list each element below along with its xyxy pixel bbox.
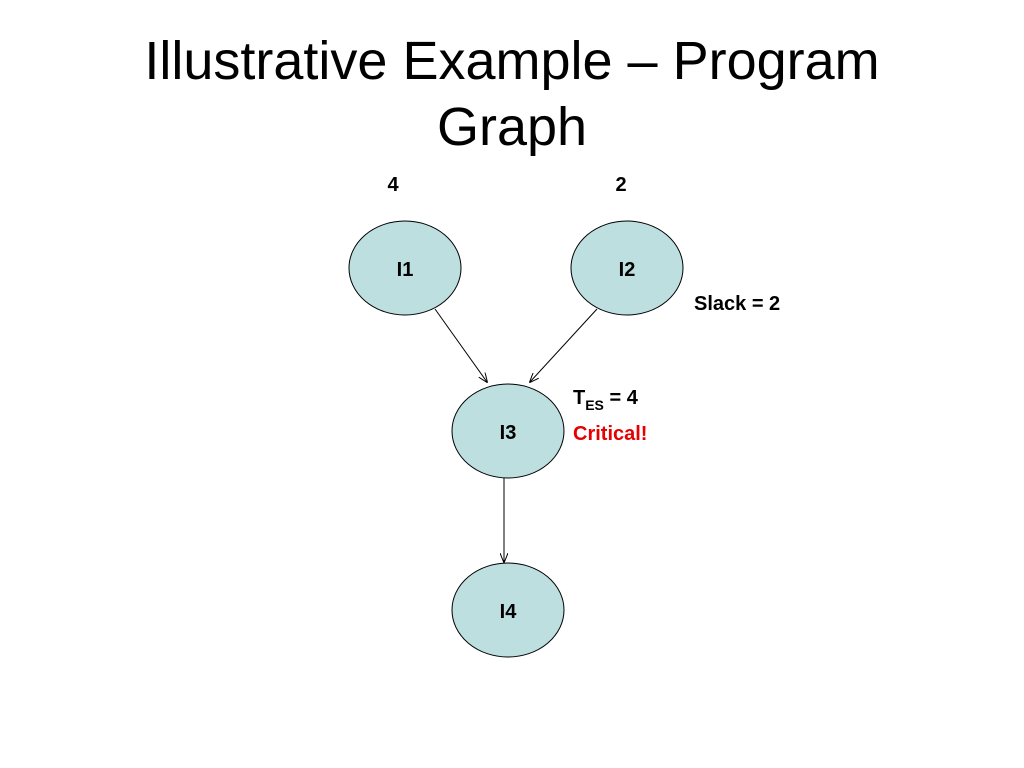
node-i4[interactable]: I4	[451, 562, 565, 658]
edge-i2-i3	[530, 308, 598, 382]
node-i1-shape	[348, 220, 462, 316]
node-i1[interactable]: I1	[348, 220, 462, 316]
title-line-1: Illustrative Example – Program	[144, 31, 880, 91]
title-line-2: Graph	[436, 97, 588, 157]
node-i1-label: I1	[397, 259, 414, 281]
node-i3-label: I3	[500, 422, 517, 444]
slack-annotation: Slack = 2	[694, 293, 780, 315]
critical-annotation: Critical!	[573, 423, 647, 445]
weight-label-i2: 2	[615, 174, 626, 196]
node-i2-label: I2	[619, 259, 636, 281]
tes-subscript: ES	[585, 397, 604, 413]
node-i4-label: I4	[500, 601, 518, 623]
node-i2[interactable]: I2	[570, 220, 684, 316]
tes-annotation: TES = 4	[573, 387, 639, 413]
node-i4-shape	[451, 562, 565, 658]
weight-label-i1: 4	[387, 174, 399, 196]
node-i3[interactable]: I3	[451, 383, 565, 479]
edge-i1-i3	[434, 308, 487, 382]
node-i2-shape	[570, 220, 684, 316]
node-i3-shape	[451, 383, 565, 479]
slide-title: Illustrative Example – Program Graph	[0, 28, 1024, 160]
tes-value: = 4	[604, 387, 639, 409]
tes-main: T	[573, 387, 585, 409]
